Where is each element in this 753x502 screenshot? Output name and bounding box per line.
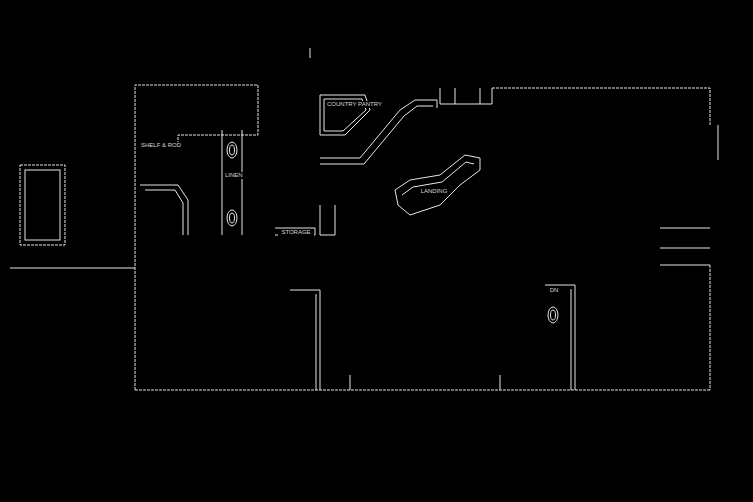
room-label: STORAGE [278, 229, 314, 236]
room-label: LANDING [418, 188, 450, 195]
room-label: DN [546, 287, 562, 294]
room-label: SHELF & ROD [140, 142, 182, 149]
room-label: LINEN [224, 172, 244, 179]
room-label: COUNTRY PANTRY [326, 101, 383, 108]
